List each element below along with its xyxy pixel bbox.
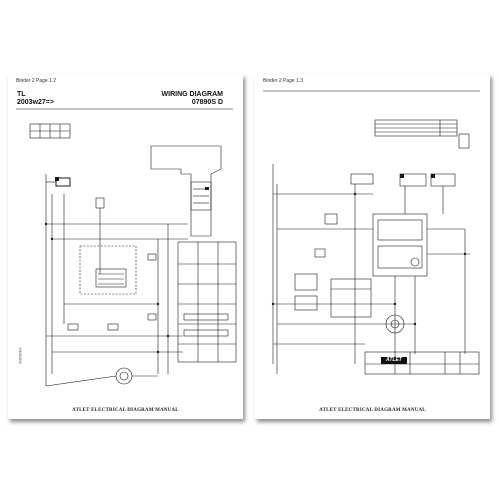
left-document-page: Binder 2 Page 1.2 TL 2003w27=> WIRING DI…: [8, 74, 243, 419]
page-footer: ATLET ELECTRICAL DIAGRAM MANUAL: [72, 408, 179, 413]
model-name: TL: [17, 91, 26, 98]
binder-page-label: Binder 2 Page 1.3: [263, 78, 304, 84]
binder-page-label: Binder 2 Page 1.2: [16, 78, 57, 84]
page-footer: ATLET ELECTRICAL DIAGRAM MANUAL: [319, 408, 426, 413]
serial-range: 2003w27=>: [17, 99, 54, 106]
right-document-page: Binder 2 Page 1.3: [255, 74, 490, 419]
left-wiring-schematic: [16, 108, 237, 387]
model-header: TL 2003w27=>: [17, 91, 54, 107]
logo-text: ATLET: [386, 357, 402, 363]
right-wiring-schematic: [263, 90, 480, 375]
diagram-number: 07890S D: [191, 99, 223, 106]
diagram-header: WIRING DIAGRAM 07890S D: [162, 91, 223, 107]
atlet-logo: ATLET: [381, 357, 407, 364]
left-margin-text: |||||||||||||||||||||: [18, 347, 22, 364]
diagram-title: WIRING DIAGRAM: [161, 91, 223, 98]
